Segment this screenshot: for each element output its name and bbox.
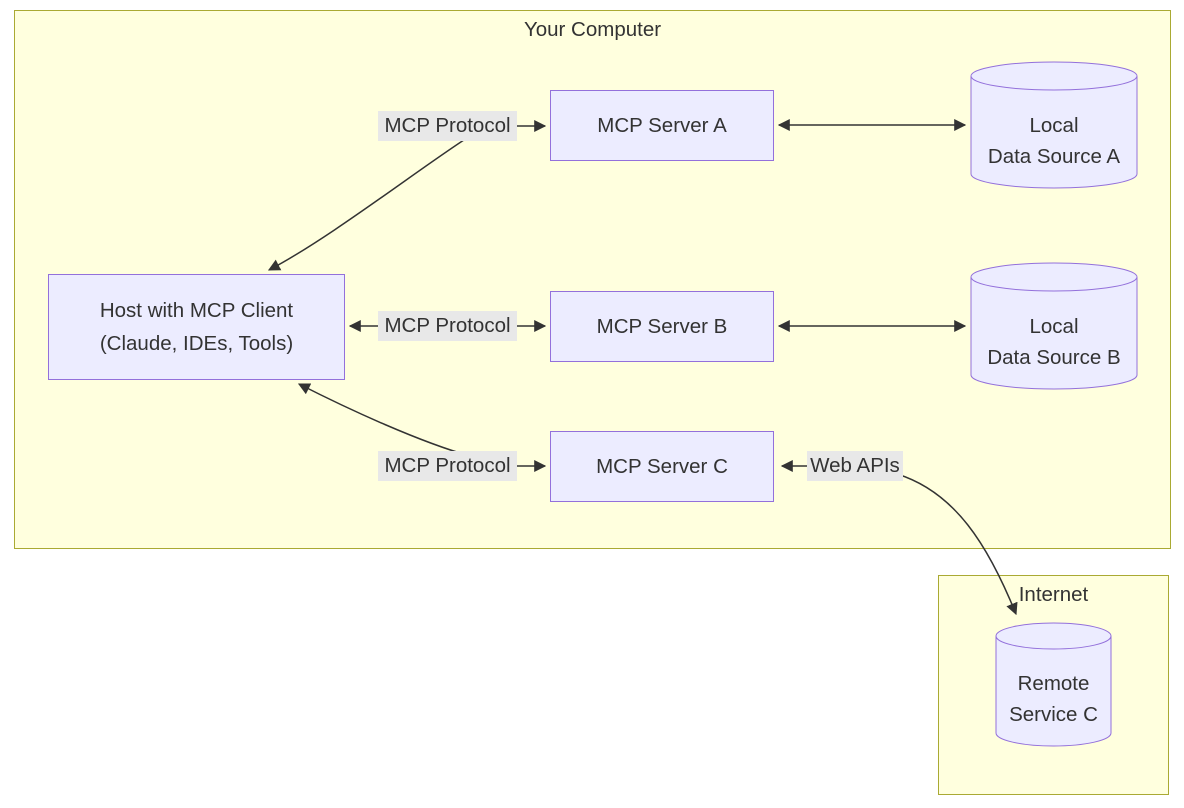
node-mcp-server-b-label: MCP Server B xyxy=(596,315,728,338)
edge-label-mcp-protocol-b: MCP Protocol xyxy=(378,311,517,341)
node-host-line1: Host with MCP Client xyxy=(99,299,294,322)
edge-label-web-apis: Web APIs xyxy=(807,451,903,481)
node-local-data-source-b-line2: Data Source B xyxy=(987,346,1121,369)
node-mcp-server-c: MCP Server C xyxy=(550,431,774,502)
edge-label-mcp-protocol-a: MCP Protocol xyxy=(378,111,517,141)
cluster-your-computer-title: Your Computer xyxy=(523,18,662,41)
node-local-data-source-a-line1: Local xyxy=(1029,114,1079,137)
node-local-data-source-a: Local Data Source A xyxy=(970,60,1138,190)
node-mcp-server-a: MCP Server A xyxy=(550,90,774,161)
node-mcp-server-a-label: MCP Server A xyxy=(597,114,727,137)
node-local-data-source-b: Local Data Source B xyxy=(970,261,1138,391)
cylinder-shape xyxy=(970,61,1138,189)
cylinder-shape xyxy=(970,262,1138,390)
node-remote-service-c-line2: Service C xyxy=(1009,703,1098,726)
node-host: Host with MCP Client (Claude, IDEs, Tool… xyxy=(48,274,345,380)
edge-label-mcp-protocol-c: MCP Protocol xyxy=(378,451,517,481)
node-remote-service-c: Remote Service C xyxy=(995,622,1112,748)
node-local-data-source-b-line1: Local xyxy=(1029,315,1079,338)
cluster-internet-title: Internet xyxy=(1018,583,1089,606)
node-host-line2: (Claude, IDEs, Tools) xyxy=(99,332,294,355)
node-local-data-source-a-line2: Data Source A xyxy=(987,145,1121,168)
node-remote-service-c-line1: Remote xyxy=(1017,672,1090,695)
cylinder-shape xyxy=(995,622,1112,747)
node-mcp-server-c-label: MCP Server C xyxy=(596,455,728,478)
node-mcp-server-b: MCP Server B xyxy=(550,291,774,362)
